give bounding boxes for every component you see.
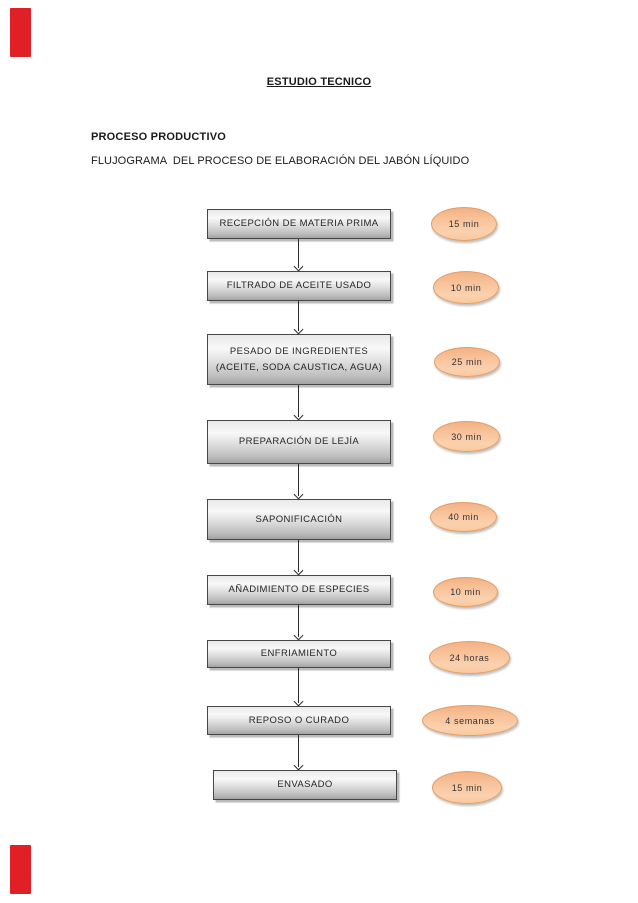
flow-step-box-saponificacion: SAPONIFICACIÓN	[207, 499, 391, 540]
duration-oval: 30 min	[433, 421, 500, 452]
flow-step-label: ENVASADO	[277, 779, 333, 791]
flow-step-label: REPOSO O CURADO	[248, 714, 350, 726]
flow-step-box-anadimiento: AÑADIMIENTO DE ESPECIES	[207, 575, 391, 605]
flow-step-box-recepcion: RECEPCIÓN DE MATERIA PRIMA	[207, 209, 391, 239]
flowchart-caption: FLUJOGRAMA DEL PROCESO DE ELABORACIÓN DE…	[91, 155, 470, 167]
duration-label: 30 min	[451, 431, 482, 442]
arrow-down-icon	[294, 301, 303, 334]
arrow-down-icon	[294, 668, 303, 706]
duration-label: 24 horas	[449, 652, 490, 663]
section-heading: PROCESO PRODUCTIVO	[91, 131, 227, 143]
duration-oval: 15 min	[431, 207, 497, 241]
arrow-down-icon	[294, 464, 303, 499]
duration-label: 4 semanas	[445, 715, 495, 726]
flow-step-label: AÑADIMIENTO DE ESPECIES	[228, 584, 370, 596]
flow-step-box-filtrado: FILTRADO DE ACEITE USADO	[207, 271, 391, 301]
flow-step-label: RECEPCIÓN DE MATERIA PRIMA	[219, 218, 379, 230]
duration-label: 15 min	[448, 219, 480, 229]
duration-label: 25 min	[451, 357, 483, 367]
flow-step-label: SAPONIFICACIÓN	[255, 513, 343, 525]
duration-label: 40 min	[448, 512, 479, 522]
flow-step-label: FILTRADO DE ACEITE USADO	[226, 280, 372, 292]
duration-label: 15 min	[451, 782, 483, 793]
arrow-down-icon	[294, 605, 303, 640]
duration-oval: 24 horas	[429, 641, 510, 674]
duration-oval: 15 min	[432, 771, 502, 804]
flow-step-box-pesado: PESADO DE INGREDIENTES (ACEITE, SODA CAU…	[207, 334, 391, 385]
duration-oval: 25 min	[434, 347, 500, 377]
duration-oval: 40 min	[430, 502, 497, 532]
flow-step-box-reposo: REPOSO O CURADO	[207, 706, 391, 735]
arrow-down-icon	[294, 239, 303, 271]
flow-step-label: PREPARACIÓN DE LEJÍA	[238, 436, 360, 448]
flow-step-box-enfriamiento: ENFRIAMIENTO	[207, 640, 391, 668]
duration-oval: 10 min	[433, 271, 499, 304]
arrow-down-icon	[294, 385, 303, 420]
duration-oval: 10 min	[433, 577, 498, 607]
duration-oval: 4 semanas	[422, 705, 518, 736]
red-marker-top	[10, 8, 31, 57]
arrow-down-icon	[294, 735, 303, 770]
flow-step-label: PESADO DE INGREDIENTES (ACEITE, SODA CAU…	[215, 346, 383, 373]
page-title: ESTUDIO TECNICO	[266, 76, 372, 88]
duration-label: 10 min	[450, 282, 482, 293]
duration-label: 10 min	[450, 587, 481, 597]
arrow-down-icon	[294, 540, 303, 575]
flow-step-label: ENFRIAMIENTO	[260, 648, 338, 660]
flow-step-box-envasado: ENVASADO	[213, 770, 397, 800]
flow-step-box-preparacion: PREPARACIÓN DE LEJÍA	[207, 420, 391, 464]
red-marker-bottom	[10, 845, 31, 894]
